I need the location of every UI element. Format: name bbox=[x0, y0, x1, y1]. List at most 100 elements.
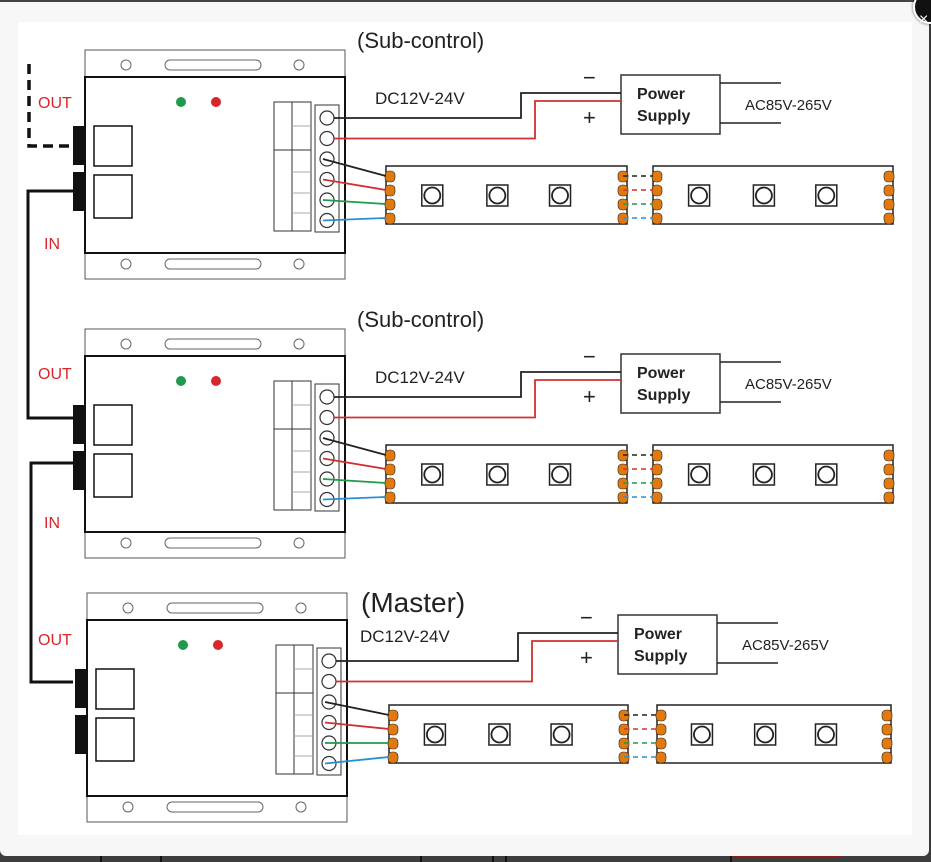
screw-terminal-block bbox=[314, 104, 340, 233]
led-lens bbox=[490, 725, 509, 744]
led-strip bbox=[651, 444, 895, 504]
led-lens bbox=[488, 186, 507, 205]
solder-pad bbox=[883, 170, 895, 183]
ac-voltage-label: AC85V-265V bbox=[745, 376, 832, 393]
solder-pad bbox=[651, 212, 663, 225]
mount-hole bbox=[120, 338, 132, 350]
mount-slot bbox=[166, 602, 264, 614]
solder-pad bbox=[651, 491, 663, 504]
section-title: (Sub-control) bbox=[357, 28, 484, 53]
close-icon[interactable]: × bbox=[919, 11, 929, 28]
led-lens bbox=[426, 725, 444, 744]
mount-hole bbox=[120, 258, 132, 270]
signal-in-connector bbox=[75, 715, 87, 754]
negative-wire bbox=[334, 92, 621, 119]
led-lens bbox=[756, 725, 775, 744]
mount-slot bbox=[164, 258, 262, 270]
signal-out-connector bbox=[73, 126, 85, 165]
plus-sign: + bbox=[580, 645, 593, 670]
led-lens bbox=[551, 465, 569, 484]
solder-pad bbox=[881, 737, 893, 750]
signal-led-icon bbox=[178, 640, 188, 650]
ac-voltage-label: AC85V-265V bbox=[745, 97, 832, 114]
background-fragment bbox=[505, 855, 507, 862]
background-fragment bbox=[420, 855, 494, 862]
output-wire bbox=[322, 457, 387, 470]
solder-pad bbox=[883, 463, 895, 476]
led-lens bbox=[552, 725, 571, 744]
mount-hole bbox=[293, 537, 305, 549]
output-wire bbox=[322, 496, 387, 501]
solder-pad bbox=[384, 198, 396, 211]
screw-terminal-block bbox=[316, 647, 342, 776]
close-button[interactable]: × bbox=[913, 0, 931, 28]
in-label: IN bbox=[44, 236, 60, 253]
power-led-icon bbox=[213, 640, 223, 650]
out-label: OUT bbox=[38, 632, 72, 649]
negative-wire bbox=[336, 632, 618, 662]
section-title: (Sub-control) bbox=[357, 307, 484, 332]
in-label: IN bbox=[44, 515, 60, 532]
led-strip bbox=[651, 165, 895, 225]
signal-in-port bbox=[93, 174, 133, 219]
power-led-icon bbox=[211, 376, 221, 386]
signal-out-port bbox=[95, 668, 135, 710]
mount-hole bbox=[120, 59, 132, 71]
screw-terminal bbox=[319, 409, 335, 426]
led-strip bbox=[384, 444, 629, 504]
screw-terminal bbox=[321, 653, 337, 669]
solder-pad bbox=[387, 737, 399, 750]
power-supply-label: Supply bbox=[637, 108, 690, 125]
input-voltage-label: DC12V-24V bbox=[375, 368, 465, 387]
output-wire bbox=[322, 199, 387, 205]
screw-terminal bbox=[321, 673, 337, 690]
led-lens bbox=[423, 465, 442, 484]
input-voltage-label: DC12V-24V bbox=[360, 627, 450, 646]
signal-chain-wire bbox=[29, 461, 73, 684]
positive-wire bbox=[336, 640, 618, 683]
negative-wire bbox=[334, 371, 621, 398]
mount-hole bbox=[293, 338, 305, 350]
signal-out-port bbox=[93, 125, 133, 167]
signal-in-connector bbox=[73, 172, 85, 211]
mount-slot bbox=[164, 59, 262, 71]
output-wire bbox=[324, 756, 390, 765]
output-wire bbox=[322, 437, 387, 456]
solder-pad bbox=[384, 449, 396, 462]
controller-unit bbox=[75, 592, 348, 823]
solder-pad bbox=[387, 723, 399, 736]
solder-pad bbox=[883, 491, 895, 504]
section-title: (Master) bbox=[361, 587, 465, 618]
solder-pad bbox=[651, 170, 663, 183]
signal-chain-wire bbox=[26, 189, 73, 420]
positive-wire bbox=[334, 100, 621, 140]
signal-in-connector bbox=[73, 451, 85, 490]
solder-pad bbox=[387, 751, 399, 764]
solder-pad bbox=[384, 170, 396, 183]
power-led-icon bbox=[211, 97, 221, 107]
solder-pad bbox=[651, 463, 663, 476]
screw-terminal bbox=[319, 130, 335, 147]
screw-terminal bbox=[319, 430, 335, 446]
mount-slot bbox=[166, 801, 264, 813]
controller-unit bbox=[73, 328, 346, 559]
led-lens bbox=[690, 465, 708, 484]
power-supply-label: Supply bbox=[637, 387, 690, 404]
output-wire bbox=[324, 701, 390, 716]
screw-terminal-block bbox=[314, 383, 340, 512]
signal-in-port bbox=[95, 717, 135, 762]
output-wire bbox=[322, 478, 387, 484]
solder-pad bbox=[655, 751, 667, 764]
solder-pad bbox=[883, 184, 895, 197]
solder-pad bbox=[384, 491, 396, 504]
solder-pad bbox=[655, 709, 667, 722]
power-supply-label: Power bbox=[637, 86, 685, 103]
screw-terminal bbox=[319, 110, 335, 126]
positive-wire bbox=[334, 379, 621, 419]
led-lens bbox=[817, 725, 835, 744]
solder-pad bbox=[384, 212, 396, 225]
signal-out-connector bbox=[73, 405, 85, 444]
signal-out-connector bbox=[75, 669, 87, 708]
